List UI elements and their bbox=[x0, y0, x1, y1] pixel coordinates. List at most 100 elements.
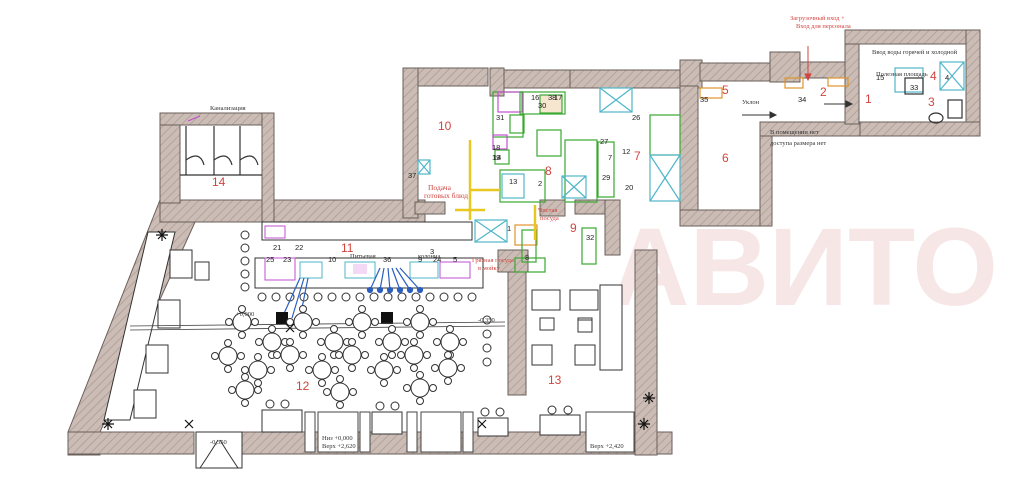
dining-chair bbox=[241, 366, 249, 374]
dining-table bbox=[324, 332, 344, 352]
dining-chair bbox=[211, 352, 219, 360]
dining-chair bbox=[299, 331, 307, 339]
dining-chair bbox=[312, 318, 320, 326]
note-drink-2: колонна bbox=[418, 253, 440, 260]
equipment-number: 8 bbox=[525, 253, 529, 262]
note-serving-1: Подача bbox=[428, 183, 452, 192]
equipment-number: 25 bbox=[266, 255, 274, 264]
room-label-4: 4 bbox=[930, 69, 937, 83]
equipment-number: 3 bbox=[430, 247, 434, 256]
room-label-6: 6 bbox=[722, 151, 729, 165]
dining-chair bbox=[336, 401, 344, 409]
note-window-top2: Верх +2,420 bbox=[590, 443, 624, 450]
dining-chair bbox=[380, 353, 388, 361]
note-window-bottom: Низ +0,000 bbox=[322, 435, 353, 442]
dining-table bbox=[218, 346, 238, 366]
dining-chair bbox=[317, 338, 325, 346]
dining-chair bbox=[423, 351, 431, 359]
dining-chair bbox=[273, 351, 281, 359]
dining-chair bbox=[331, 366, 339, 374]
dining-chair bbox=[323, 388, 331, 396]
note-clean-1: Чистая bbox=[538, 207, 557, 214]
light-markers bbox=[102, 229, 655, 430]
dining-table bbox=[312, 360, 332, 380]
exterior-walls bbox=[67, 29, 981, 456]
partition-hall-13 bbox=[497, 249, 529, 396]
dining-chair bbox=[224, 339, 232, 347]
room-numbers: 1 2 3 4 5 6 7 8 9 10 11 12 13 14 bbox=[212, 69, 937, 393]
dining-chair bbox=[318, 353, 326, 361]
equipment-number: 26 bbox=[632, 113, 640, 122]
equipment-number: 15 bbox=[876, 73, 884, 82]
dining-table bbox=[293, 312, 313, 332]
dining-chair bbox=[330, 325, 338, 333]
dining-chair bbox=[397, 351, 405, 359]
dining-chair bbox=[255, 338, 263, 346]
room-label-5: 5 bbox=[722, 83, 729, 97]
dining-chair bbox=[358, 331, 366, 339]
equipment-number: 27 bbox=[600, 137, 608, 146]
dining-chair bbox=[429, 384, 437, 392]
note-drink-1: Питьевая bbox=[350, 253, 376, 260]
dining-chair bbox=[367, 366, 375, 374]
dining-chair bbox=[388, 351, 396, 359]
dining-chair bbox=[429, 318, 437, 326]
dining-chair bbox=[286, 318, 294, 326]
restroom-cubicles bbox=[180, 115, 262, 176]
equipment-number: 17 bbox=[554, 93, 562, 102]
dining-chair bbox=[241, 399, 249, 407]
dining-chair bbox=[416, 371, 424, 379]
structural-columns bbox=[276, 312, 393, 324]
equipment-number: 38 bbox=[548, 93, 556, 102]
bottom-windows bbox=[304, 411, 635, 453]
equipment-number: 24 bbox=[433, 255, 441, 264]
dining-chair bbox=[403, 384, 411, 392]
bar-counter bbox=[254, 221, 484, 289]
dining-chair bbox=[416, 305, 424, 313]
note-level-neg: -0,350 bbox=[210, 439, 227, 446]
room13-tables bbox=[531, 284, 623, 371]
equipment-number: 1 bbox=[507, 224, 511, 233]
equipment-number: 14 bbox=[493, 153, 501, 162]
equipment-number: 2 bbox=[538, 179, 542, 188]
dining-chair bbox=[241, 373, 249, 381]
flow-arrows bbox=[455, 140, 537, 240]
note-level-zero: +0,000 bbox=[236, 311, 254, 318]
door-arrows bbox=[742, 46, 854, 119]
room-label-8: 8 bbox=[545, 164, 552, 178]
equipment-number: 16 bbox=[531, 93, 539, 102]
entrance-door bbox=[195, 431, 243, 469]
dining-chair bbox=[224, 365, 232, 373]
dining-table bbox=[280, 345, 300, 365]
dining-chair bbox=[299, 351, 307, 359]
dining-tables bbox=[211, 305, 467, 409]
dining-chair bbox=[254, 353, 262, 361]
bar-stools bbox=[240, 230, 492, 367]
equipment-number: 5 bbox=[453, 255, 457, 264]
dining-chair bbox=[431, 364, 439, 372]
note-level-neg-full: -0,350 bbox=[478, 317, 495, 324]
note-corner: Уклон bbox=[742, 99, 760, 106]
bottom-tables bbox=[261, 399, 581, 437]
dining-table bbox=[410, 312, 430, 332]
dining-chair bbox=[433, 338, 441, 346]
room-label-9: 9 bbox=[570, 221, 577, 235]
dining-chair bbox=[335, 351, 343, 359]
equipment-number: 29 bbox=[602, 173, 610, 182]
dining-chair bbox=[228, 386, 236, 394]
dining-table bbox=[330, 382, 350, 402]
plan-notes: Загрузочный вход + Вход для персонала Вв… bbox=[210, 15, 958, 450]
dining-chair bbox=[349, 388, 357, 396]
dining-chair bbox=[457, 364, 465, 372]
equipment-number: 13 bbox=[509, 177, 517, 186]
dining-chair bbox=[251, 318, 259, 326]
dining-chair bbox=[268, 325, 276, 333]
dining-chair bbox=[410, 364, 418, 372]
equipment-number: 23 bbox=[283, 255, 291, 264]
note-useful-area: Полезная площадь bbox=[876, 71, 928, 78]
dining-chair bbox=[348, 338, 356, 346]
room-label-13: 13 bbox=[548, 373, 562, 387]
dining-table bbox=[262, 332, 282, 352]
note-dirty-2: в мойку bbox=[478, 265, 501, 272]
